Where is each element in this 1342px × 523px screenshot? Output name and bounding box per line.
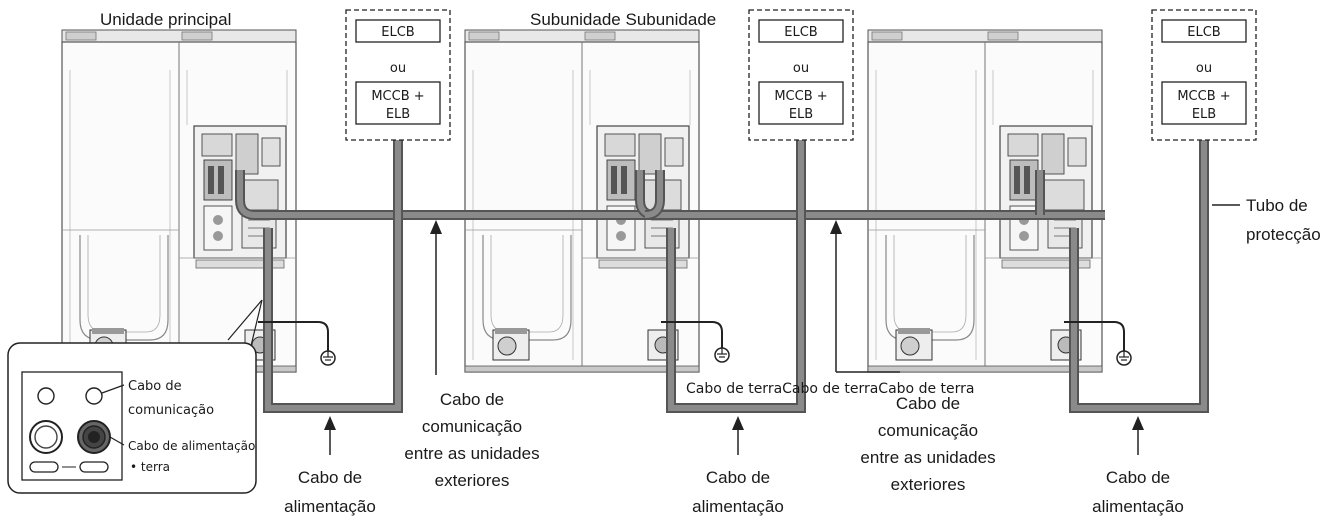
power-arrow-1 bbox=[324, 416, 336, 455]
communication-cable bbox=[235, 170, 1105, 220]
comm-label-1-line4: exteriores bbox=[435, 471, 510, 490]
power-label-3-line2: alimentação bbox=[1092, 497, 1184, 516]
mccb-label: MCCB + bbox=[774, 89, 827, 104]
outdoor-unit-sub-2 bbox=[867, 29, 1103, 373]
comm-label-2-line1: Cabo de bbox=[896, 394, 960, 413]
sub-units-title: Subunidade Subunidade bbox=[530, 10, 716, 29]
inset-power-line1: Cabo de alimentação bbox=[128, 439, 255, 453]
power-arrow-3 bbox=[1132, 416, 1144, 455]
comm-label-2-line3: entre as unidades bbox=[860, 448, 995, 467]
breaker-box-1: ELCB ou MCCB + ELB bbox=[345, 9, 451, 141]
power-arrow-2 bbox=[732, 416, 744, 455]
elb-label: ELB bbox=[386, 107, 410, 122]
breaker-box-2: ELCB ou MCCB + ELB bbox=[748, 9, 854, 141]
tube-label-line1: Tubo de bbox=[1246, 196, 1308, 215]
inset-detail: Cabo de comunicação Cabo de alimentação … bbox=[7, 299, 263, 494]
elcb-label: ELCB bbox=[784, 25, 817, 40]
power-label-2-line2: alimentação bbox=[692, 497, 784, 516]
elb-label: ELB bbox=[789, 107, 813, 122]
power-label-3-line1: Cabo de bbox=[1106, 468, 1170, 487]
mccb-label: MCCB + bbox=[371, 89, 424, 104]
comm-label-1-line1: Cabo de bbox=[440, 390, 504, 409]
or-label: ou bbox=[793, 61, 809, 76]
earth-cable-3 bbox=[1064, 321, 1132, 366]
power-cable-2 bbox=[666, 140, 806, 413]
elcb-label: ELCB bbox=[381, 25, 414, 40]
inset-comm-line2: comunicação bbox=[128, 403, 214, 418]
comm-arrow-2 bbox=[830, 220, 900, 373]
comm-label-2-line4: exteriores bbox=[891, 475, 966, 494]
mccb-label: MCCB + bbox=[1177, 89, 1230, 104]
earth-cable-1 bbox=[258, 321, 336, 366]
earth-cable-2 bbox=[661, 321, 730, 363]
power-label-2-line1: Cabo de bbox=[706, 468, 770, 487]
earth-cables-label: Cabo de terraCabo de terraCabo de terra bbox=[686, 381, 974, 397]
outdoor-unit-main bbox=[61, 29, 297, 373]
elcb-label: ELCB bbox=[1187, 25, 1220, 40]
or-label: ou bbox=[1196, 61, 1212, 76]
power-label-1-line1: Cabo de bbox=[298, 468, 362, 487]
comm-label-1-line3: entre as unidades bbox=[404, 444, 539, 463]
inset-comm-line1: Cabo de bbox=[128, 379, 182, 394]
power-label-1-line2: alimentação bbox=[284, 497, 376, 516]
comm-label-2-line2: comunicação bbox=[878, 421, 978, 440]
breaker-box-3: ELCB ou MCCB + ELB bbox=[1151, 9, 1257, 141]
comm-label-1-line2: comunicação bbox=[422, 417, 522, 436]
elb-label: ELB bbox=[1192, 107, 1216, 122]
power-cable-3 bbox=[1069, 140, 1209, 413]
inset-power-line2: • terra bbox=[130, 460, 170, 474]
or-label: ou bbox=[390, 61, 406, 76]
tube-label-line2: protecção bbox=[1246, 225, 1321, 244]
power-cable-1 bbox=[263, 140, 403, 413]
comm-arrow-1 bbox=[430, 220, 442, 375]
main-unit-title: Unidade principal bbox=[100, 10, 231, 29]
